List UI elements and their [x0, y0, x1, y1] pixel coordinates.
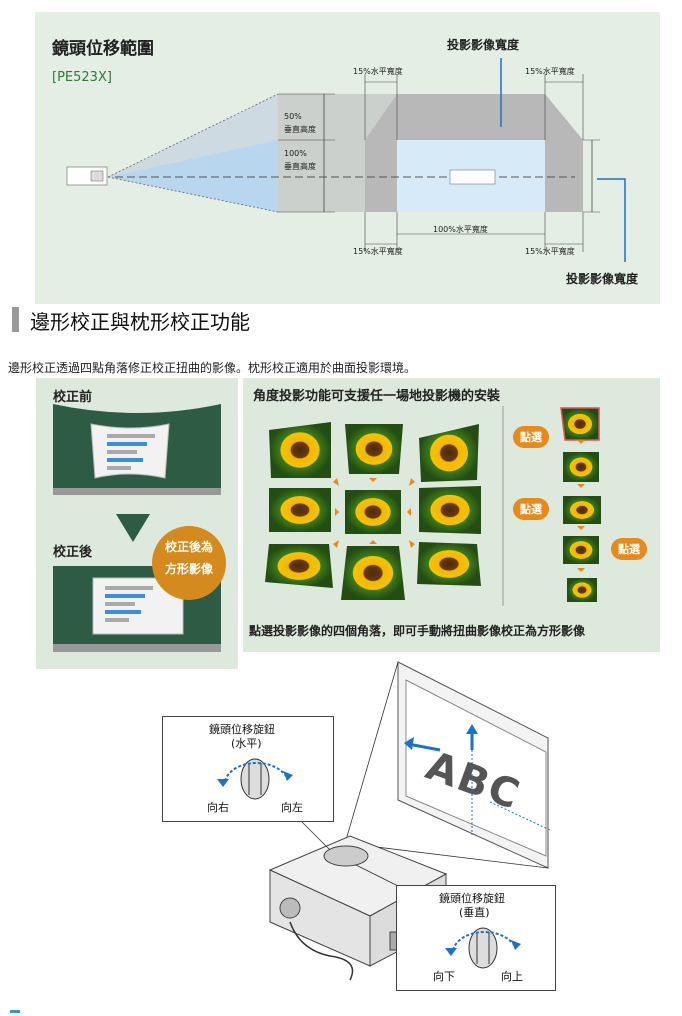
screen-shift-arrows	[404, 724, 550, 835]
after-callout-line1: 校正後為	[164, 540, 213, 554]
h15-bottom-right-label: 15%水平寬度	[525, 247, 575, 256]
keystone-caption: 點選投影影像的四個角落，即可手動將扭曲影像校正為方形影像	[249, 624, 586, 638]
vertical-dial-title: 鏡頭位移旋鈕	[439, 892, 505, 905]
horizontal-right-label: 向右	[207, 801, 229, 814]
v50-unit-label: 垂直高度	[284, 125, 316, 134]
down-arrow-icon	[116, 514, 150, 542]
horizontal-dial-title: 鏡頭位移旋鈕	[209, 723, 275, 736]
model-label: [PE523X]	[52, 70, 112, 85]
horizontal-dial-box: 鏡頭位移旋鈕 (水平) 向右 向左	[162, 716, 334, 822]
keystone-before-after-panel: 校正前 校正後 校正後為 方形影像	[36, 378, 238, 669]
horizontal-left-label: 向左	[281, 801, 303, 814]
board-before	[53, 404, 221, 495]
click-callout-1: 點選	[513, 426, 549, 448]
heading-accent-bar	[12, 307, 19, 332]
click-callout-2: 點選	[513, 498, 549, 520]
section-heading: 邊形校正與枕形校正功能	[30, 310, 250, 334]
horizontal-dial-icon	[217, 758, 293, 800]
vertical-dial-box: 鏡頭位移旋鈕 (垂直) 向下 向上	[396, 885, 556, 991]
vertical-up-label: 向上	[501, 970, 523, 983]
after-callout-circle	[152, 526, 226, 600]
horizontal-dial-sub: (水平)	[231, 737, 262, 750]
vertical-dial-sub: (垂直)	[459, 906, 490, 919]
vertical-dial-icon	[445, 927, 521, 969]
lens-shift-panel: 鏡頭位移範圍 [PE523X]	[35, 12, 660, 304]
lens-shift-diagram	[66, 58, 626, 262]
v100-label: 100%	[284, 149, 307, 158]
h15-top-right-label: 15%水平寬度	[525, 67, 575, 76]
angle-projection-panel: 角度投影功能可支援任一場地投影機的安裝	[243, 378, 660, 652]
h100-label: 100%水平寬度	[433, 225, 488, 234]
after-callout-line2: 方形影像	[164, 562, 213, 576]
lens-shift-title: 鏡頭位移範圍	[52, 39, 154, 59]
section-description: 邊形校正透過四點角落修正校正扭曲的影像。枕形校正適用於曲面投影環境。	[8, 361, 417, 375]
click-callout-3: 點選	[611, 538, 647, 560]
after-label: 校正後	[53, 545, 93, 560]
projected-width-label-top: 投影影像寬度	[447, 38, 520, 52]
before-label: 校正前	[53, 390, 93, 405]
sunflower-grid	[265, 406, 601, 606]
angle-projection-title: 角度投影功能可支援任一場地投影機的安裝	[253, 389, 501, 404]
vertical-down-label: 向下	[433, 970, 455, 983]
projected-width-label-bottom: 投影影像寬度	[566, 272, 639, 286]
footer-accent-mark	[10, 1010, 20, 1013]
v50-label: 50%	[284, 112, 302, 121]
v100-unit-label: 垂直高度	[284, 162, 316, 171]
h15-bottom-left-label: 15%水平寬度	[353, 247, 403, 256]
h15-top-left-label: 15%水平寬度	[353, 67, 403, 76]
